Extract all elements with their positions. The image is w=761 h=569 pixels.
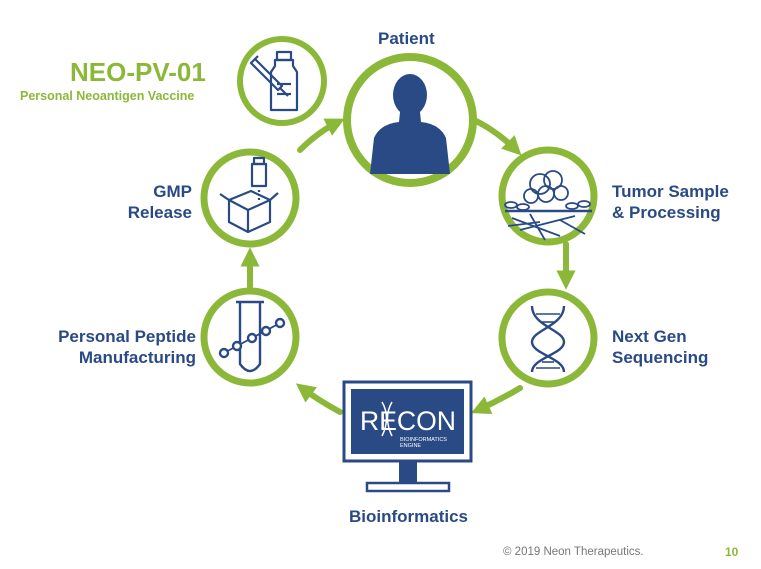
tumor-cells-icon (504, 170, 592, 241)
recon-logo-text: RECON (360, 406, 456, 436)
vaccine-description: Personal Neoantigen Vaccine (20, 89, 195, 103)
recon-tagline-line2: ENGINE (400, 443, 421, 449)
tumor-node (498, 146, 598, 246)
gmp-label-line2: Release (127, 203, 192, 222)
sequencing-label-line1: Next Gen (612, 327, 687, 346)
patient-silhouette-icon (370, 74, 450, 174)
tumor-label-line2: & Processing (612, 203, 721, 222)
peptide-node (200, 287, 300, 387)
gmp-node (200, 148, 300, 248)
vaccine-node (237, 36, 327, 126)
vaccine-name: NEO-PV-01 (70, 57, 206, 87)
patient-label: Patient (378, 29, 435, 48)
tumor-label: Tumor Sample & Processing (612, 181, 729, 223)
test-tube-peptide-icon (218, 300, 286, 373)
bioinformatics-label: Bioinformatics (349, 507, 469, 526)
dna-helix-icon (530, 305, 566, 373)
arrow-sequencing-to-bioinformatics (471, 385, 523, 414)
recon-tagline-line1: BIOINFORMATICS (400, 437, 447, 443)
page-number: 10 (725, 545, 739, 559)
flow-arrows (240, 115, 576, 415)
peptide-label: Personal Peptide Manufacturing (45, 326, 196, 368)
gmp-label: GMP Release (100, 181, 192, 223)
peptide-label-line1: Personal Peptide (58, 327, 196, 346)
sequencing-label: Next Gen Sequencing (612, 326, 708, 368)
patient-node (343, 53, 477, 187)
monitor-icon: RECON BIOINFORMATICS ENGINE (342, 380, 473, 493)
sequencing-node (498, 288, 598, 388)
gmp-label-line1: GMP (153, 182, 192, 201)
copyright-text: © 2019 Neon Therapeutics. (503, 546, 644, 558)
arrow-gmp-to-patient (297, 118, 345, 153)
peptide-label-line2: Manufacturing (78, 348, 196, 367)
arrow-bioinformatics-to-peptide (295, 383, 343, 415)
sequencing-label-line2: Sequencing (612, 348, 709, 367)
tumor-label-line1: Tumor Sample (612, 182, 729, 201)
box-vial-icon (219, 156, 279, 234)
vaccine-vial-icon (249, 50, 299, 112)
